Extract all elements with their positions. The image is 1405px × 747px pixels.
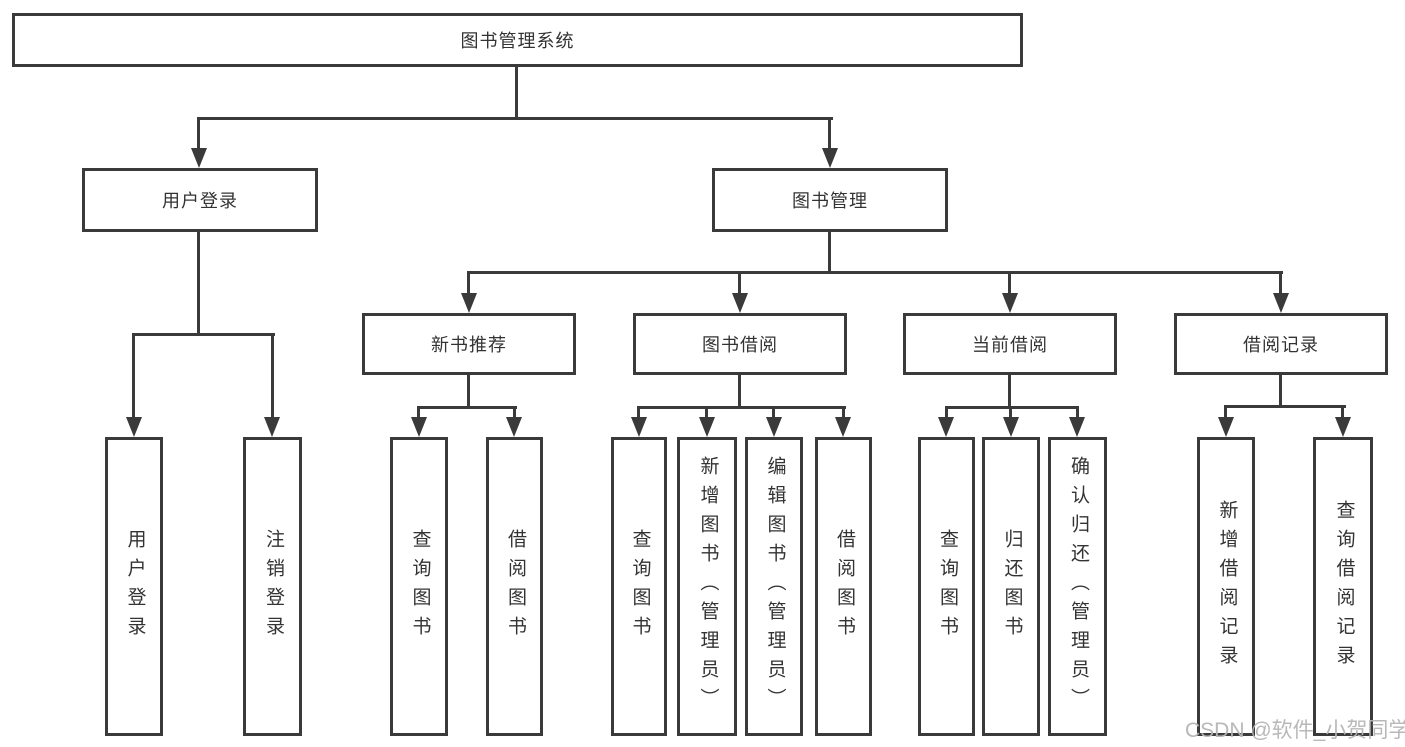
leaf-query-books-3: 查询图书: [918, 437, 975, 736]
connector-to-borrow-books-2: [842, 406, 845, 418]
connector-to-new-book-recommend: [467, 271, 470, 294]
arrowhead-query-books-3: [938, 417, 954, 437]
arrowhead-borrow-books-1: [506, 417, 522, 437]
connector-to-query-books-2: [637, 406, 640, 418]
node-book-borrow: 图书借阅: [633, 313, 847, 375]
watermark: CSDN @软件_小贺同学: [1185, 719, 1405, 742]
leaf-return-books: 归还图书: [982, 437, 1040, 736]
arrowhead-book-borrow: [732, 293, 748, 313]
arrowhead-confirm-return: [1069, 417, 1085, 437]
leaf-borrow-books-2: 借阅图书: [815, 437, 872, 736]
arrowhead-query-books-1: [411, 417, 427, 437]
connector-to-query-books-3: [945, 406, 948, 418]
connector-to-query-borrow-record: [1341, 405, 1344, 418]
node-book-management: 图书管理: [712, 168, 948, 232]
leaf-confirm-return-admin: 确认归还（管理员）: [1048, 437, 1107, 736]
arrowhead-leaf-logout: [264, 417, 280, 437]
leaf-add-borrow-record: 新增借阅记录: [1197, 437, 1255, 736]
node-new-book-recommend: 新书推荐: [362, 313, 576, 375]
arrowhead-user-login: [191, 148, 207, 168]
connector-current-borrow-drop: [1008, 375, 1011, 407]
connector-to-leaf-user-login: [132, 333, 135, 418]
connector-to-add-borrow-record: [1224, 405, 1227, 418]
arrowhead-add-borrow-record: [1218, 417, 1234, 437]
connector-borrow-records-drop: [1279, 375, 1282, 406]
connector-book-borrow-drop: [738, 375, 741, 407]
connector-current-borrow-branch: [945, 406, 1079, 409]
connector-to-current-borrow: [1008, 271, 1011, 294]
connector-to-edit-books: [772, 406, 775, 418]
connector-to-book-borrow: [738, 271, 741, 294]
connector-book-borrow-branch: [637, 406, 846, 409]
leaf-logout: 注销登录: [243, 437, 302, 736]
connector-user-login-drop: [197, 232, 200, 334]
node-current-borrow: 当前借阅: [903, 313, 1117, 375]
connector-new-book-drop: [467, 375, 470, 407]
arrowhead-borrow-books-2: [835, 417, 851, 437]
leaf-query-borrow-record: 查询借阅记录: [1313, 437, 1373, 736]
connector-root-branch: [197, 117, 833, 120]
arrowhead-new-book-recommend: [461, 293, 477, 313]
node-user-login: 用户登录: [82, 168, 318, 232]
arrowhead-borrow-records: [1273, 293, 1289, 313]
connector-new-book-branch: [417, 406, 517, 409]
arrowhead-edit-books: [766, 417, 782, 437]
arrowhead-current-borrow: [1002, 293, 1018, 313]
leaf-user-login: 用户登录: [105, 437, 163, 736]
arrowhead-book-management: [822, 148, 838, 168]
arrowhead-return-books: [1003, 417, 1019, 437]
connector-root-drop: [515, 67, 518, 118]
connector-to-return-books: [1009, 406, 1012, 418]
connector-book-management-branch: [467, 271, 1283, 274]
connector-book-management-drop: [828, 232, 831, 272]
connector-to-borrow-records: [1279, 271, 1282, 294]
connector-to-confirm-return: [1076, 406, 1079, 418]
connector-to-add-books: [705, 406, 708, 418]
connector-user-login-branch: [133, 333, 275, 336]
connector-to-user-login: [197, 117, 200, 149]
node-borrow-records: 借阅记录: [1174, 313, 1388, 375]
leaf-query-books-2: 查询图书: [611, 437, 667, 736]
connector-borrow-records-branch: [1224, 405, 1346, 408]
leaf-add-books-admin: 新增图书（管理员）: [677, 437, 737, 736]
arrowhead-query-borrow-record: [1335, 417, 1351, 437]
connector-to-book-management: [828, 117, 831, 149]
arrowhead-leaf-user-login: [126, 417, 142, 437]
connector-to-borrow-books-1: [513, 406, 516, 418]
node-root: 图书管理系统: [12, 13, 1023, 67]
leaf-borrow-books-1: 借阅图书: [486, 437, 543, 736]
arrowhead-add-books: [699, 417, 715, 437]
leaf-edit-books-admin: 编辑图书（管理员）: [745, 437, 803, 736]
leaf-query-books-1: 查询图书: [390, 437, 448, 736]
connector-to-query-books-1: [417, 406, 420, 418]
arrowhead-query-books-2: [631, 417, 647, 437]
connector-to-leaf-logout: [271, 333, 274, 418]
